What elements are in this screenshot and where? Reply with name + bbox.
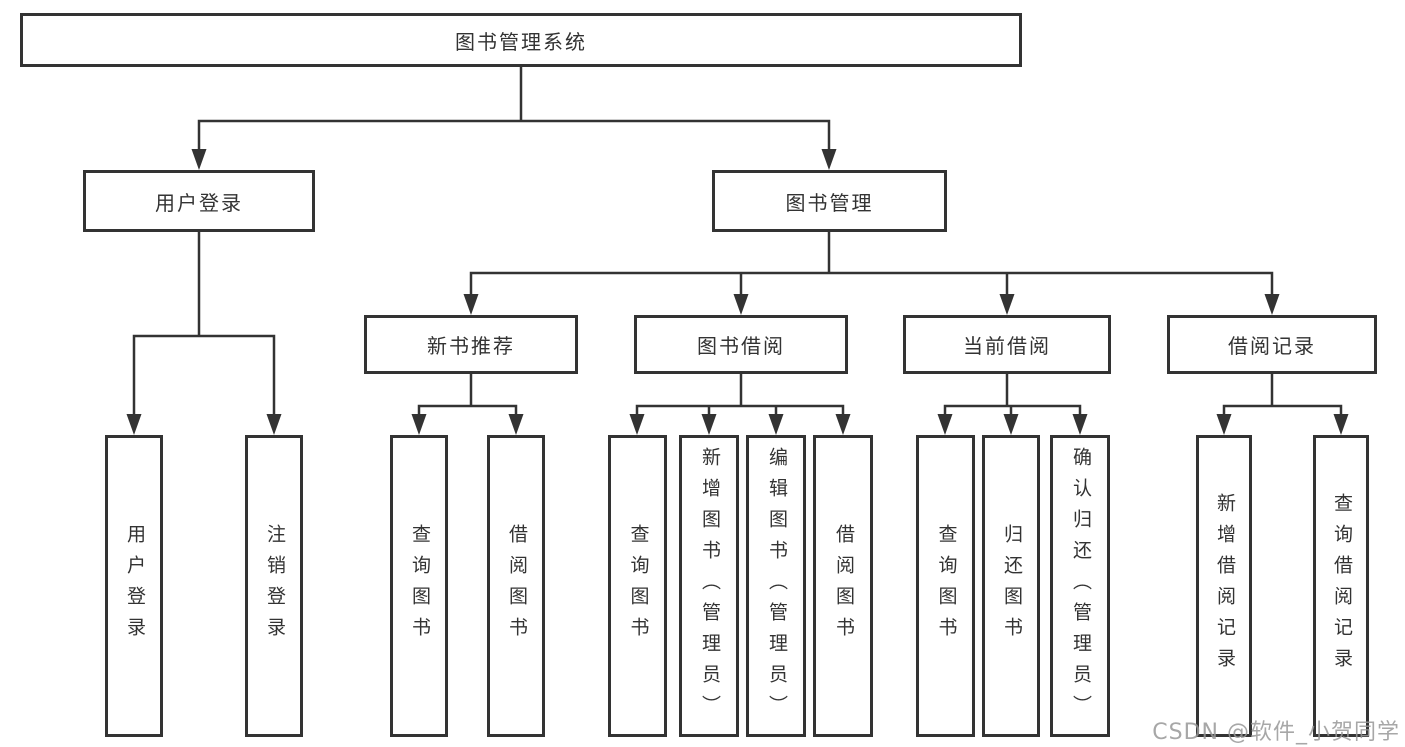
arrowhead (1072, 414, 1088, 435)
node-leaf-add-borrow-record: 新增借阅记录 (1196, 435, 1252, 737)
node-book-management: 图书管理 (712, 170, 947, 232)
node-leaf-query-books-recommend: 查询图书 (390, 435, 448, 737)
connector-borrowing-records-to-leaves (1216, 374, 1349, 435)
node-user-login: 用户登录 (83, 170, 315, 232)
node-label: 新书推荐 (427, 334, 515, 358)
arrowhead (733, 294, 749, 315)
arrowhead (126, 414, 142, 435)
node-leaf-borrow-books-borrowing: 借阅图书 (813, 435, 873, 737)
node-label: 用户登录 (123, 524, 146, 648)
arrowhead (1333, 414, 1349, 435)
node-label: 确认归还（管理员） (1069, 446, 1092, 726)
node-label: 当前借阅 (963, 334, 1051, 358)
node-leaf-confirm-return-admin: 确认归还（管理员） (1050, 435, 1110, 737)
arrowhead (1003, 414, 1019, 435)
node-label: 查询图书 (935, 524, 958, 648)
connector-current-borrowing-to-leaves (937, 374, 1088, 435)
arrowhead (266, 414, 282, 435)
arrowhead (768, 414, 784, 435)
arrowhead (835, 414, 851, 435)
csdn-watermark: CSDN @软件_小贺同学 (1152, 720, 1400, 745)
node-leaf-user-login: 用户登录 (105, 435, 163, 737)
node-label: 归还图书 (1000, 524, 1023, 648)
node-label: 查询图书 (408, 524, 431, 648)
node-leaf-query-books-current: 查询图书 (916, 435, 975, 737)
node-leaf-add-books-admin: 新增图书（管理员） (679, 435, 739, 737)
arrowhead (1216, 414, 1232, 435)
node-leaf-query-books-borrowing: 查询图书 (608, 435, 667, 737)
arrowhead (1264, 294, 1280, 315)
node-library-management-system: 图书管理系统 (20, 13, 1022, 67)
node-label: 借阅图书 (505, 524, 528, 648)
node-label: 新增图书（管理员） (698, 446, 721, 726)
node-label: 借阅图书 (832, 524, 855, 648)
connector-root-to-level1 (191, 66, 837, 170)
node-label: 图书管理 (785, 190, 874, 215)
arrowhead (463, 294, 479, 315)
arrowhead (701, 414, 717, 435)
arrowhead (629, 414, 645, 435)
arrowhead (191, 149, 207, 170)
node-label: 查询图书 (627, 524, 650, 648)
connector-new-book-recommend-to-leaves (411, 374, 524, 435)
node-new-book-recommend: 新书推荐 (364, 315, 578, 374)
node-label: 新增借阅记录 (1213, 493, 1236, 679)
node-label: 图书借阅 (697, 334, 785, 358)
arrowhead (411, 414, 427, 435)
node-current-borrowing: 当前借阅 (903, 315, 1111, 374)
connector-user-login-to-leaves (126, 232, 282, 435)
node-label: 用户登录 (155, 190, 243, 215)
connector-book-borrowing-to-leaves (629, 374, 851, 435)
node-label: 图书管理系统 (455, 29, 587, 54)
arrowhead (999, 294, 1015, 315)
arrowhead (937, 414, 953, 435)
node-book-borrowing: 图书借阅 (634, 315, 848, 374)
arrowhead (508, 414, 524, 435)
node-label: 查询借阅记录 (1330, 493, 1353, 679)
node-label: 编辑图书（管理员） (765, 446, 788, 726)
node-leaf-query-borrow-record: 查询借阅记录 (1313, 435, 1369, 737)
node-label: 借阅记录 (1228, 334, 1316, 358)
node-leaf-edit-books-admin: 编辑图书（管理员） (746, 435, 806, 737)
node-label: 注销登录 (263, 524, 286, 648)
node-leaf-logout: 注销登录 (245, 435, 303, 737)
arrowhead (821, 149, 837, 170)
node-borrowing-records: 借阅记录 (1167, 315, 1377, 374)
connector-book-management-to-level2 (463, 232, 1280, 315)
node-leaf-return-books: 归还图书 (982, 435, 1040, 737)
node-leaf-borrow-books-recommend: 借阅图书 (487, 435, 545, 737)
